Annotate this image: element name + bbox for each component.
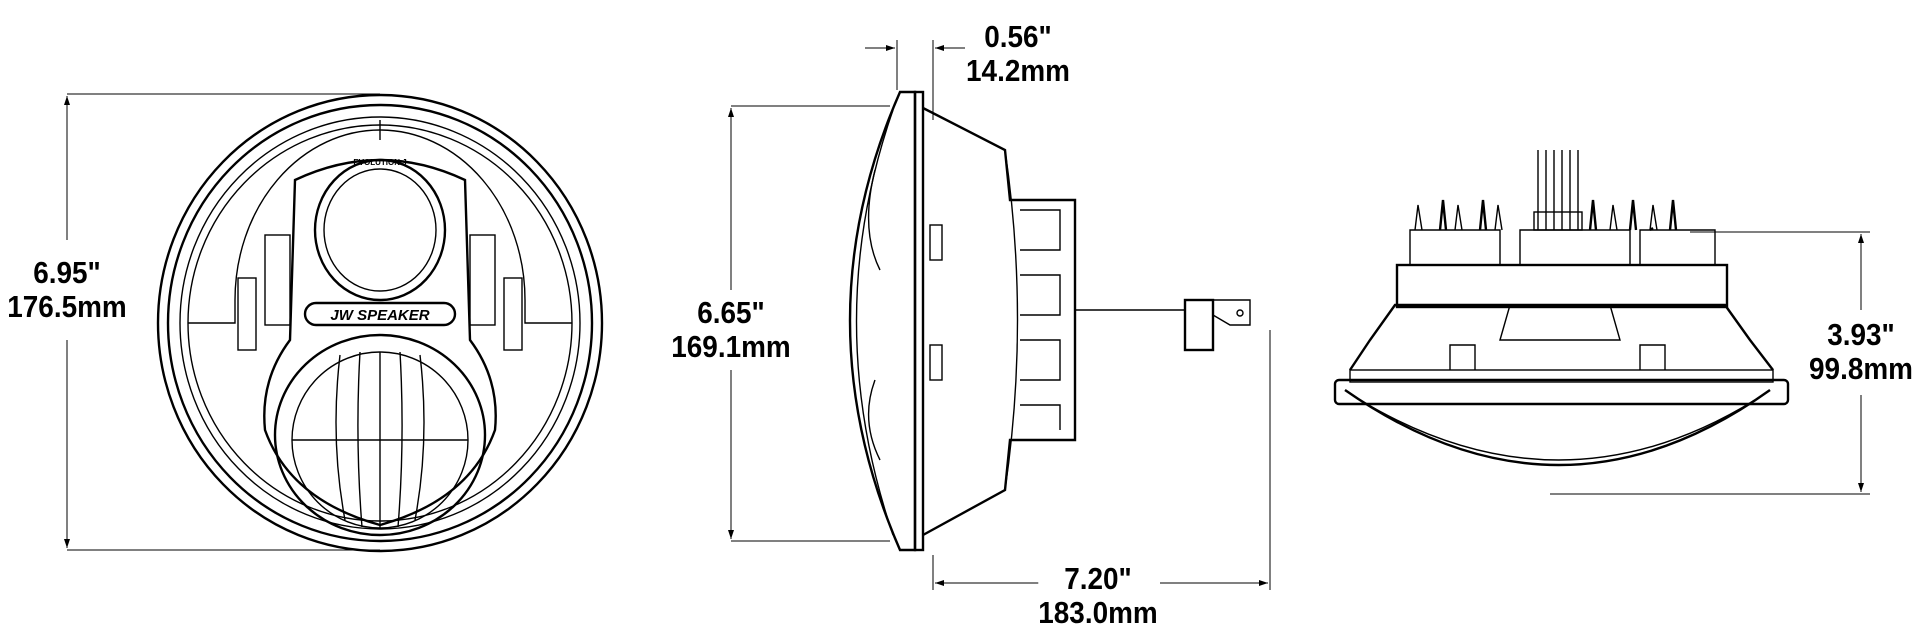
- front-height-label: 6.95" 176.5mm: [7, 255, 127, 324]
- front-height-dimension-line: [64, 93, 380, 551]
- front-model-text: EVOLUTION J: [353, 158, 406, 167]
- depth-inches: 7.20": [1064, 561, 1132, 596]
- bezel-depth-label: 0.56" 14.2mm: [966, 20, 1070, 88]
- depth-mm: 183.0mm: [1038, 595, 1158, 630]
- front-view-headlight: JW SPEAKER EVOLUTION J: [156, 93, 604, 553]
- side-height-mm: 169.1mm: [671, 329, 791, 364]
- side-height-inches: 6.65": [697, 295, 765, 330]
- side-height-dimension-line: [728, 105, 890, 542]
- front-logo-text: JW SPEAKER: [330, 307, 429, 324]
- rear-view-headlight: [1333, 150, 1790, 467]
- side-view-headlight: [848, 90, 1251, 552]
- front-height-mm: 176.5mm: [7, 289, 127, 324]
- depth-dimension-line: [932, 330, 1271, 590]
- depth-label: 7.20" 183.0mm: [1038, 561, 1158, 630]
- rear-height-mm: 99.8mm: [1809, 351, 1913, 386]
- rear-height-dimension-line: [1550, 231, 1870, 495]
- rear-height-inches: 3.93": [1827, 317, 1895, 352]
- bezel-depth-inches: 0.56": [984, 19, 1052, 54]
- front-height-inches: 6.95": [33, 255, 101, 290]
- bezel-depth-dimension-line: [865, 40, 965, 120]
- bezel-depth-mm: 14.2mm: [966, 53, 1070, 88]
- side-height-label: 6.65" 169.1mm: [671, 295, 791, 364]
- rear-height-label: 3.93" 99.8mm: [1809, 318, 1913, 386]
